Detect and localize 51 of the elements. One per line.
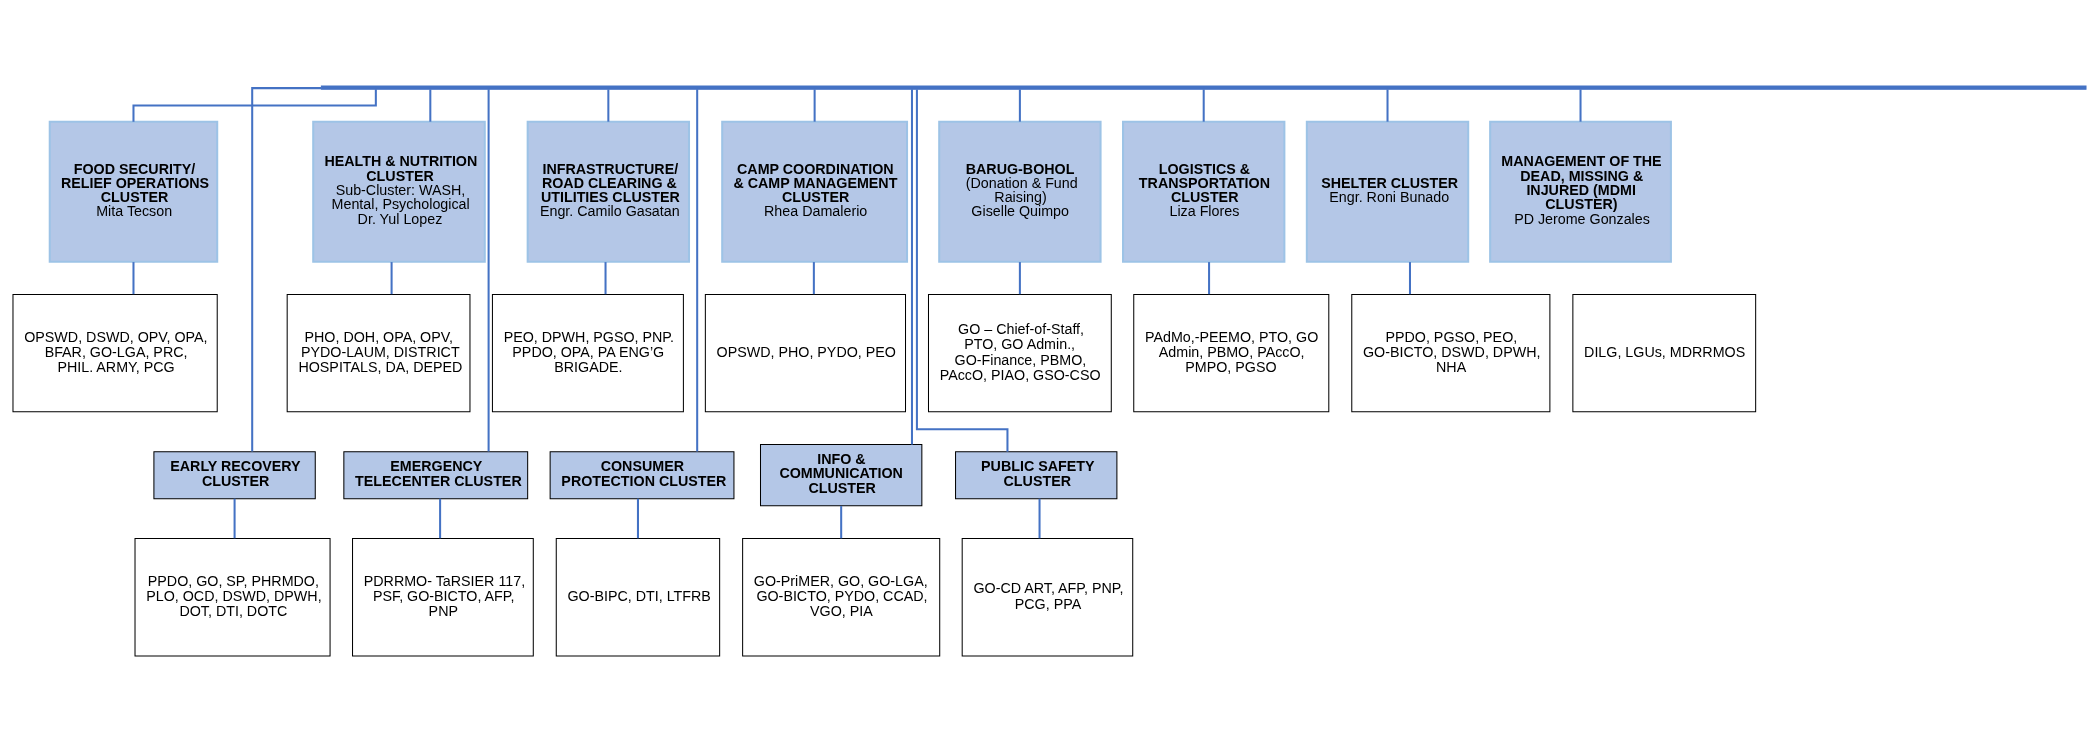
connector — [390, 261, 393, 294]
node-box: INFO & COMMUNICATION CLUSTER — [760, 443, 923, 506]
connector — [1018, 261, 1021, 294]
node-box: EMERGENCY TELECENTER CLUSTER — [343, 450, 529, 499]
connector — [813, 88, 816, 122]
node-box: BARUG-BOHOL (Donation & Fund Raising) Giselle Quimpo — [938, 120, 1102, 263]
node-box: FOOD SECURITY/ RELIEF OPERATIONS CLUSTER Mita Tecson — [48, 120, 219, 263]
connector — [429, 88, 432, 122]
node-box: CAMP COORDINATION & CAMP MANAGEMENT CLUSTER Rhea Damalerio — [721, 120, 909, 263]
node-box: PAdMo,-PEEMO, PTO, GO Admin, PBMO, PAccO, PMPO, PGSO — [1133, 293, 1330, 412]
connector — [1579, 88, 1582, 122]
connector — [1408, 261, 1411, 294]
connector — [915, 88, 1009, 452]
connector — [604, 261, 607, 294]
node-box: SHELTER CLUSTER Engr. Roni Bunado — [1305, 120, 1470, 263]
connector — [696, 88, 699, 452]
connector — [1208, 261, 1211, 294]
node-box: GO – Chief-of-Staff, PTO, GO Admin., GO-Finance, PBMO, PAccO, PIAO, GSO-CSO — [928, 293, 1112, 412]
node-box: PEO, DPWH, PGSO, PNP. PPDO, OPA, PA ENG’G BRIGADE. — [491, 293, 684, 412]
node-box: PUBLIC SAFETY CLUSTER — [955, 450, 1118, 499]
node-box: OPSWD, PHO, PYDO, PEO — [704, 293, 906, 412]
node-box: MANAGEMENT OF THE DEAD, MISSING & INJURED (MDMI CLUSTER) PD Jerome Gonzales — [1489, 120, 1672, 263]
node-box: DILG, LGUs, MDRRMOS — [1572, 293, 1757, 412]
connector — [233, 498, 236, 538]
connector — [1038, 498, 1041, 538]
connector — [1386, 88, 1389, 122]
node-box: CONSUMER PROTECTION CLUSTER — [549, 450, 735, 499]
connector — [607, 88, 610, 122]
node-box: PPDO, PGSO, PEO, GO-BICTO, DSWD, DPWH, NHA — [1351, 293, 1551, 412]
connector — [251, 86, 321, 452]
connector — [439, 498, 442, 538]
connector — [1018, 88, 1021, 122]
node-box: GO-BIPC, DTI, LTFRB — [555, 537, 721, 656]
node-box: OPSWD, DSWD, OPV, OPA, BFAR, GO-LGA, PRC, PHIL. ARMY, PCG — [12, 293, 218, 412]
connector — [1202, 88, 1205, 122]
node-box: LOGISTICS & TRANSPORTATION CLUSTER Liza Flores — [1122, 120, 1286, 263]
node-box: PHO, DOH, OPA, OPV, PYDO-LAUM, DISTRICT HOSPITALS, DA, DEPED — [286, 293, 471, 412]
connector — [636, 498, 639, 538]
node-box: INFRASTRUCTURE/ ROAD CLEARING & UTILITIES CLUSTER Engr. Camilo Gasatan — [526, 120, 691, 263]
node-box: HEALTH & NUTRITION CLUSTER Sub-Cluster: WASH, Mental, Psychological Dr. Yul Lopez — [312, 120, 486, 263]
connector — [812, 261, 815, 294]
node-box: PDRRMO- TaRSIER 117, PSF, GO-BICTO, AFP, PNP — [352, 537, 534, 656]
node-box: GO-PriMER, GO, GO-LGA, GO-BICTO, PYDO, CCAD, VGO, PIA — [742, 537, 941, 656]
node-bar — [320, 85, 2087, 90]
connector — [840, 505, 843, 538]
connector — [132, 261, 135, 294]
node-box: PPDO, GO, SP, PHRMDO, PLO, OCD, DSWD, DPWH, DOT, DTI, DOTC — [134, 537, 331, 656]
connector — [910, 88, 913, 444]
node-box: GO-CD ART, AFP, PNP, PCG, PPA — [961, 537, 1134, 656]
connector — [487, 88, 490, 452]
node-box: EARLY RECOVERY CLUSTER — [153, 450, 316, 499]
